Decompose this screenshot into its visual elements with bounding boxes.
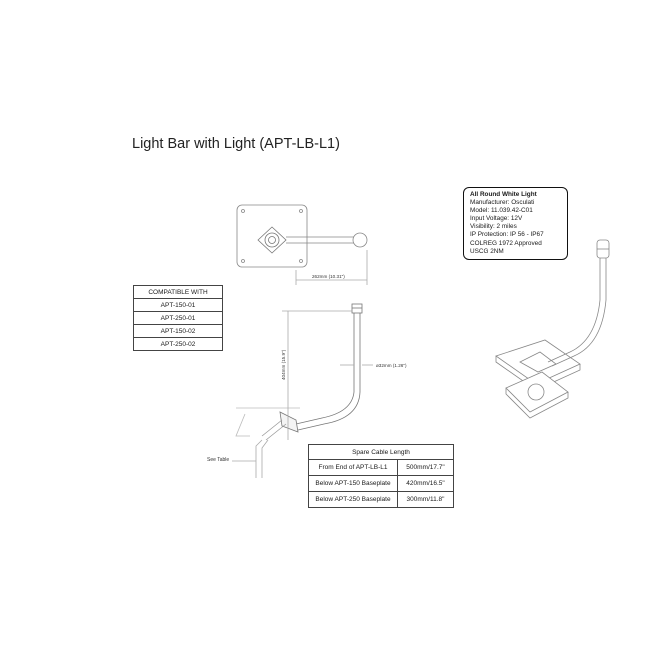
- top-view-light: [352, 232, 368, 248]
- spare-cable-value: 500mm/17.7": [397, 459, 454, 476]
- light-info-line: Visibility: 2 miles: [470, 223, 517, 231]
- light-info-line: Manufacturer: Osculati: [470, 199, 535, 207]
- compatible-item: APT-150-01: [133, 298, 223, 312]
- side-view-light: [351, 303, 363, 314]
- isometric-view: [495, 239, 610, 419]
- light-info-line: COLREG 1972 Approved: [470, 239, 542, 247]
- spare-cable-value: 420mm/16.5": [397, 475, 454, 492]
- compatible-item: APT-250-02: [133, 337, 223, 351]
- compatible-item: APT-150-02: [133, 324, 223, 338]
- light-info-line: Input Voltage: 12V: [470, 215, 523, 223]
- light-info-line: IP Protection: IP 56 - IP67: [470, 231, 544, 239]
- see-table-label: See Table: [207, 457, 230, 463]
- compatible-item: APT-250-01: [133, 311, 223, 325]
- top-view-baseplate: [236, 204, 308, 268]
- page-title: Light Bar with Light (APT-LB-L1): [132, 136, 340, 152]
- spare-cable-value: 300mm/11.8": [397, 491, 454, 508]
- side-view: [232, 303, 373, 478]
- spare-cable-label: Below APT-150 Baseplate: [308, 475, 398, 492]
- spare-cable-label: Below APT-250 Baseplate: [308, 491, 398, 508]
- table-row: Below APT-150 Baseplate 420mm/16.5": [308, 475, 454, 492]
- side-view-clamp: [279, 411, 299, 433]
- top-view-mount: [257, 226, 287, 254]
- top-view: [236, 204, 368, 285]
- compatible-with-table: COMPATIBLE WITH APT-150-01 APT-250-01 AP…: [133, 285, 223, 351]
- table-row: From End of APT-LB-L1 500mm/17.7": [308, 459, 454, 476]
- light-info-line: Model: 11.039.42-C01: [470, 207, 533, 215]
- spare-cable-table: Spare Cable Length From End of APT-LB-L1…: [308, 444, 454, 508]
- compatible-header: COMPATIBLE WITH: [133, 285, 223, 299]
- spare-cable-label: From End of APT-LB-L1: [308, 459, 398, 476]
- diameter-dimension-label: ø32mm (1.26"): [376, 363, 407, 368]
- height-dimension-label: 404mm (15.9"): [281, 349, 286, 380]
- light-info-title: All Round White Light: [470, 191, 537, 198]
- spare-cable-header: Spare Cable Length: [308, 444, 454, 460]
- width-dimension-label: 262mm (10.31"): [312, 274, 345, 279]
- light-info-box: All Round White Light Manufacturer: Oscu…: [463, 187, 568, 260]
- table-row: Below APT-250 Baseplate 300mm/11.8": [308, 491, 454, 508]
- light-info-line: USCG 2NM: [470, 247, 504, 255]
